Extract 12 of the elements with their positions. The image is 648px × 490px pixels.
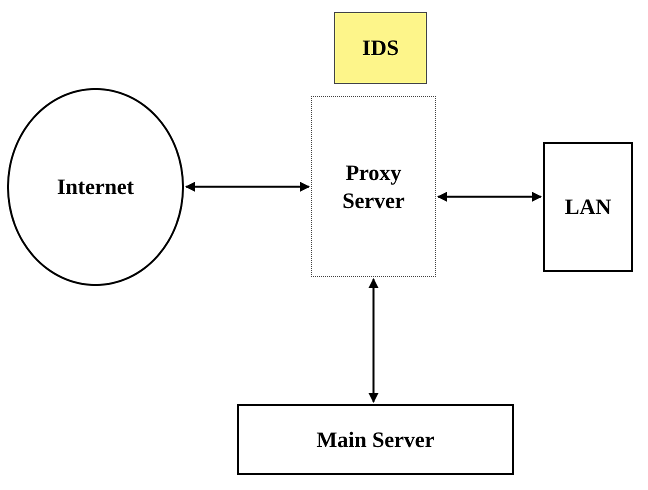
- node-label: Internet: [57, 173, 134, 201]
- arrow: [185, 182, 310, 192]
- main-server-box: [237, 404, 514, 475]
- node-label: Proxy Server: [341, 159, 406, 214]
- lan-box: [543, 142, 633, 272]
- arrow: [437, 192, 542, 202]
- node-label: LAN: [564, 193, 612, 221]
- node-label: IDS: [362, 34, 399, 62]
- proxy-server-box: [311, 96, 436, 277]
- ids-box: [334, 12, 427, 84]
- arrow: [368, 278, 378, 403]
- node-label: Main Server: [316, 426, 434, 454]
